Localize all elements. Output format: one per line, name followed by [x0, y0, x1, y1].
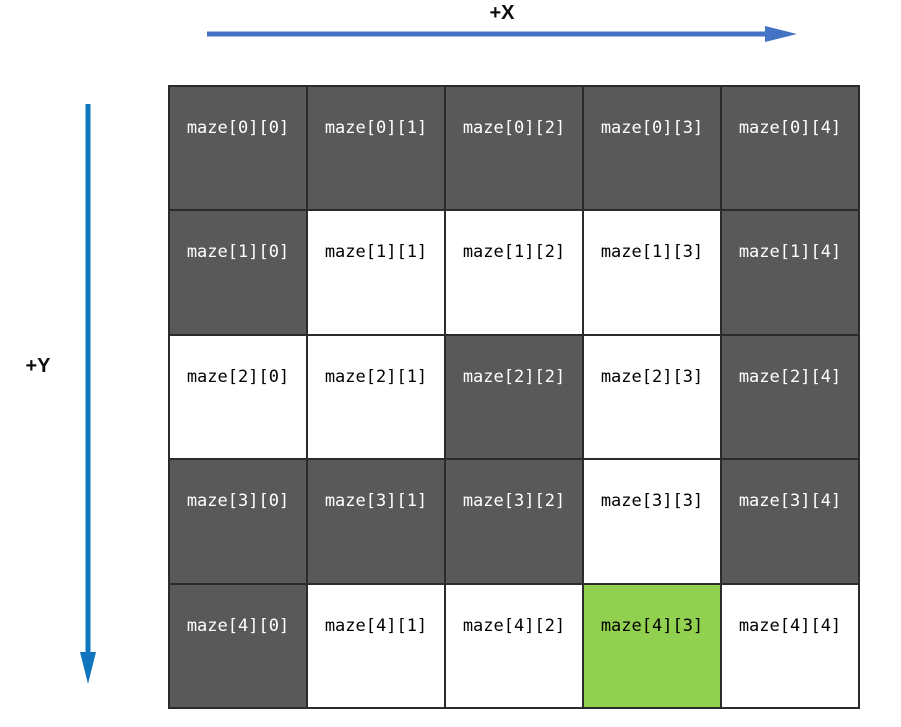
maze-cell-4-0: maze[4][0] — [170, 584, 306, 707]
maze-cell-0-2: maze[0][2] — [446, 87, 582, 210]
maze-cell-1-2: maze[1][2] — [446, 211, 582, 334]
y-axis-label: +Y — [25, 355, 51, 377]
y-axis-arrow — [80, 104, 96, 684]
maze-cell-2-1: maze[2][1] — [308, 335, 444, 459]
maze-grid: maze[0][0]maze[0][1]maze[0][2]maze[0][3]… — [168, 85, 860, 709]
maze-cell-3-2: maze[3][2] — [446, 460, 582, 583]
maze-cell-0-1: maze[0][1] — [308, 87, 444, 210]
right-arrow-icon — [207, 26, 797, 42]
maze-cell-1-4: maze[1][4] — [722, 211, 858, 334]
maze-cell-4-2: maze[4][2] — [446, 584, 582, 707]
maze-cell-1-1: maze[1][1] — [308, 211, 444, 334]
x-axis-label: +X — [489, 2, 515, 24]
maze-cell-0-0: maze[0][0] — [170, 87, 306, 210]
maze-cell-1-3: maze[1][3] — [584, 211, 720, 334]
down-arrow-icon — [80, 104, 96, 684]
maze-cell-3-1: maze[3][1] — [308, 460, 444, 583]
maze-cell-0-3: maze[0][3] — [584, 87, 720, 210]
maze-cell-2-0: maze[2][0] — [170, 335, 306, 459]
maze-cell-4-3: maze[4][3] — [584, 584, 720, 707]
maze-cell-3-3: maze[3][3] — [584, 460, 720, 583]
maze-cell-3-0: maze[3][0] — [170, 460, 306, 583]
maze-cell-2-2: maze[2][2] — [446, 335, 582, 459]
maze-cell-3-4: maze[3][4] — [722, 460, 858, 583]
maze-cell-0-4: maze[0][4] — [722, 87, 858, 210]
maze-cell-2-4: maze[2][4] — [722, 335, 858, 459]
maze-cell-4-1: maze[4][1] — [308, 584, 444, 707]
x-axis-arrow — [207, 26, 797, 42]
maze-cell-4-4: maze[4][4] — [722, 584, 858, 707]
maze-cell-1-0: maze[1][0] — [170, 211, 306, 334]
maze-cell-2-3: maze[2][3] — [584, 335, 720, 459]
